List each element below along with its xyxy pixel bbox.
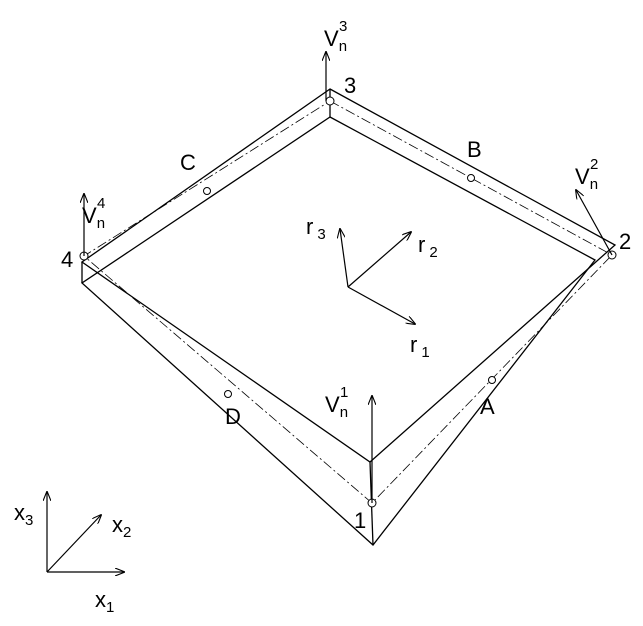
midpoint-c-marker bbox=[203, 187, 211, 195]
midpoint-a-marker bbox=[488, 376, 496, 384]
midpoint-c-label: C bbox=[180, 150, 196, 175]
normal-vector-2-label: Vn2 bbox=[575, 156, 598, 193]
normal-vector-2-arrow bbox=[576, 190, 613, 256]
global-axis-x3-label: x3 bbox=[14, 500, 33, 529]
midpoint-b-marker bbox=[467, 174, 475, 182]
local-axis-r2-arrow bbox=[347, 232, 411, 288]
midpoint-b-label: B bbox=[467, 137, 482, 162]
local-axis-r3-arrow bbox=[340, 229, 349, 288]
midpoint-a-label: A bbox=[480, 394, 495, 419]
node-3-label: 3 bbox=[344, 73, 356, 98]
normal-vector-1-label: Vn1 bbox=[325, 384, 348, 421]
global-axis-x2-label: x2 bbox=[112, 512, 131, 541]
midpoint-d-marker bbox=[224, 390, 232, 398]
node-1-label: 1 bbox=[354, 508, 366, 533]
normal-vector-3-label: Vn3 bbox=[324, 18, 347, 55]
global-axis-x2-arrow bbox=[46, 515, 101, 573]
midpoint-d-label: D bbox=[225, 404, 241, 429]
node-3-marker bbox=[325, 96, 335, 106]
global-axis-x1-label: x1 bbox=[95, 587, 114, 616]
node-2-label: 2 bbox=[619, 229, 631, 254]
normal-vector-4-label: Vn4 bbox=[82, 195, 105, 232]
local-axis-r1-arrow bbox=[347, 286, 415, 324]
mid-surface bbox=[83, 100, 613, 504]
node-4-label: 4 bbox=[61, 247, 73, 272]
plate-top-surface bbox=[80, 88, 617, 463]
